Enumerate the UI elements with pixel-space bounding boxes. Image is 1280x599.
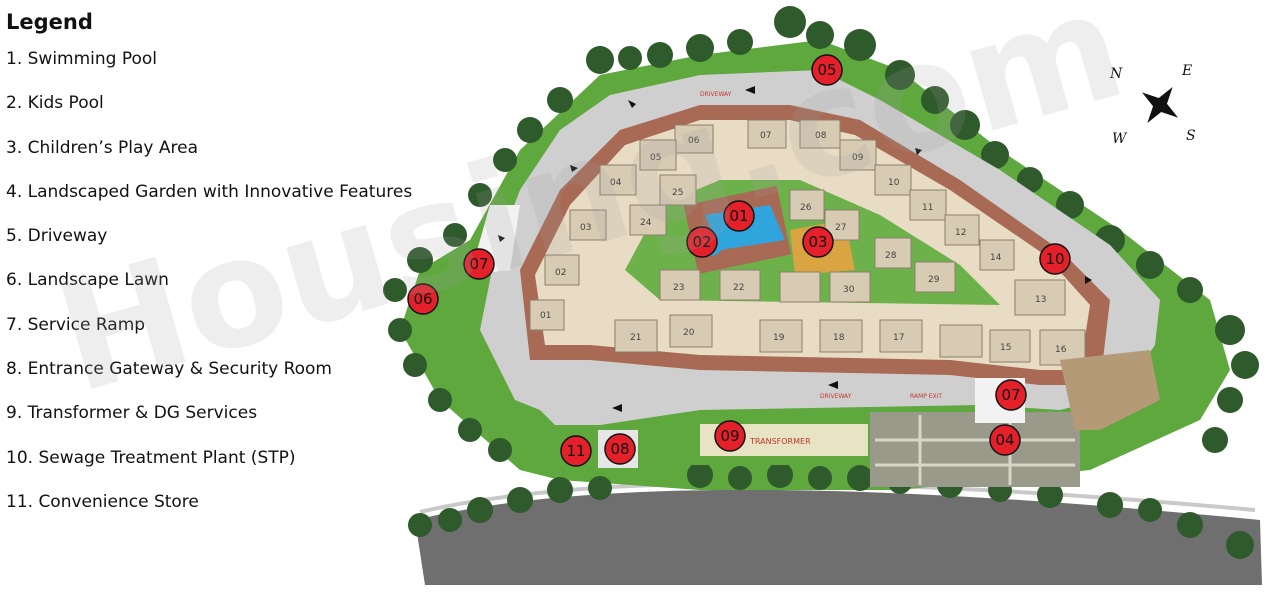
- landscaped-garden: [870, 412, 1080, 487]
- bld-14: 14: [990, 253, 1002, 263]
- bld-08: 08: [815, 131, 827, 141]
- compass-w: W: [1112, 131, 1128, 147]
- legend-item-kids-pool: 2. Kids Pool: [6, 93, 104, 114]
- legend-list: 1. Swimming Pool 2. Kids Pool 3. Childre…: [6, 48, 476, 535]
- direction-arrows: [498, 86, 1092, 412]
- bld-04: 04: [610, 178, 622, 188]
- marker-08-entrance-gateway[interactable]: 08: [604, 433, 636, 465]
- legend-item-stp: 10. Sewage Treatment Plant (STP): [6, 447, 296, 468]
- bld-02: 02: [555, 268, 566, 278]
- compass-star-icon: [1141, 86, 1179, 124]
- bld-26: 26: [800, 203, 812, 213]
- bld-25: 25: [672, 188, 683, 198]
- svg-text:02: 02: [692, 233, 711, 251]
- bld-07: 07: [760, 131, 771, 141]
- bld-01: 01: [540, 311, 551, 321]
- svg-text:06: 06: [413, 290, 432, 308]
- legend-item-landscaped-garden: 4. Landscaped Garden with Innovative Fea…: [6, 181, 413, 202]
- bld-09: 09: [852, 153, 864, 163]
- marker-05-driveway[interactable]: 05: [811, 54, 843, 86]
- main-road: [415, 489, 1262, 585]
- legend-item-entrance-gateway: 8. Entrance Gateway & Security Room: [6, 359, 332, 380]
- bld-13: 13: [1035, 295, 1046, 305]
- marker-03-play-area[interactable]: 03: [802, 226, 834, 258]
- bld-27: 27: [835, 223, 846, 233]
- transformer-label: TRANSFORMER: [749, 437, 811, 446]
- bld-20: 20: [683, 328, 695, 338]
- bld-12: 12: [955, 228, 966, 238]
- svg-text:09: 09: [720, 427, 739, 445]
- compass-rose: N E W S: [1109, 63, 1196, 147]
- marker-11-convenience-store[interactable]: 11: [560, 435, 592, 467]
- marker-01-swimming-pool[interactable]: 01: [723, 200, 755, 232]
- legend-item-service-ramp: 7. Service Ramp: [6, 314, 146, 335]
- bld-22: 22: [733, 283, 744, 293]
- bld-21: 21: [630, 333, 641, 343]
- svg-text:05: 05: [817, 61, 836, 79]
- legend-panel: Legend 1. Swimming Pool 2. Kids Pool 3. …: [6, 10, 476, 535]
- marker-02-kids-pool[interactable]: 02: [686, 226, 718, 258]
- compass-n: N: [1109, 66, 1123, 82]
- bld-03: 03: [580, 223, 591, 233]
- svg-text:01: 01: [729, 207, 748, 225]
- building-numbers: 01 02 03 04 05 06 07 08 09 10 11 12 13 1…: [540, 131, 1067, 355]
- bld-30: 30: [843, 285, 855, 295]
- svg-text:07: 07: [469, 255, 488, 273]
- tree-border: [383, 6, 1259, 559]
- legend-item-driveway: 5. Driveway: [6, 226, 108, 247]
- svg-text:03: 03: [808, 233, 827, 251]
- legend-item-play-area: 3. Children’s Play Area: [6, 137, 198, 158]
- legend-item-convenience-store: 11. Convenience Store: [6, 491, 199, 512]
- driveway-label-top: DRIVEWAY: [700, 91, 732, 98]
- bld-05: 05: [650, 153, 661, 163]
- bld-15: 15: [1000, 343, 1011, 353]
- bld-10: 10: [888, 178, 900, 188]
- svg-text:04: 04: [995, 431, 1014, 449]
- bld-16: 16: [1055, 345, 1067, 355]
- bld-28: 28: [885, 251, 897, 261]
- legend-item-landscape-lawn: 6. Landscape Lawn: [6, 270, 169, 291]
- svg-text:07: 07: [1001, 386, 1020, 404]
- bld-11: 11: [922, 203, 933, 213]
- building-blocks: [529, 119, 1086, 366]
- svg-text:10: 10: [1045, 250, 1064, 268]
- bld-19: 19: [773, 333, 785, 343]
- svg-text:11: 11: [566, 442, 585, 460]
- marker-10-stp[interactable]: 10: [1039, 243, 1071, 275]
- svg-text:08: 08: [610, 440, 629, 458]
- bld-29: 29: [928, 275, 940, 285]
- marker-07-service-ramp-east[interactable]: 07: [995, 379, 1027, 411]
- ramp-exit-label: RAMP EXIT: [910, 393, 942, 400]
- bld-23: 23: [673, 283, 684, 293]
- marker-07-service-ramp-west[interactable]: 07: [463, 248, 495, 280]
- bld-06: 06: [688, 136, 700, 146]
- marker-06-landscape-lawn[interactable]: 06: [407, 283, 439, 315]
- bld-24: 24: [640, 218, 652, 228]
- bld-18: 18: [833, 333, 845, 343]
- markers: 01 02 03 04 05 06 07 07 08 09 10 11: [407, 54, 1071, 467]
- bld-17: 17: [893, 333, 904, 343]
- legend-item-transformer: 9. Transformer & DG Services: [6, 403, 258, 424]
- legend-title: Legend: [6, 10, 93, 34]
- compass-s: S: [1186, 128, 1196, 144]
- ramp-area: [1060, 350, 1160, 430]
- legend-item-swimming-pool: 1. Swimming Pool: [6, 49, 158, 69]
- marker-09-transformer[interactable]: 09: [714, 420, 746, 452]
- driveway-label-bottom: DRIVEWAY: [820, 393, 852, 400]
- marker-04-landscaped-garden[interactable]: 04: [989, 424, 1021, 456]
- compass-e: E: [1181, 63, 1192, 79]
